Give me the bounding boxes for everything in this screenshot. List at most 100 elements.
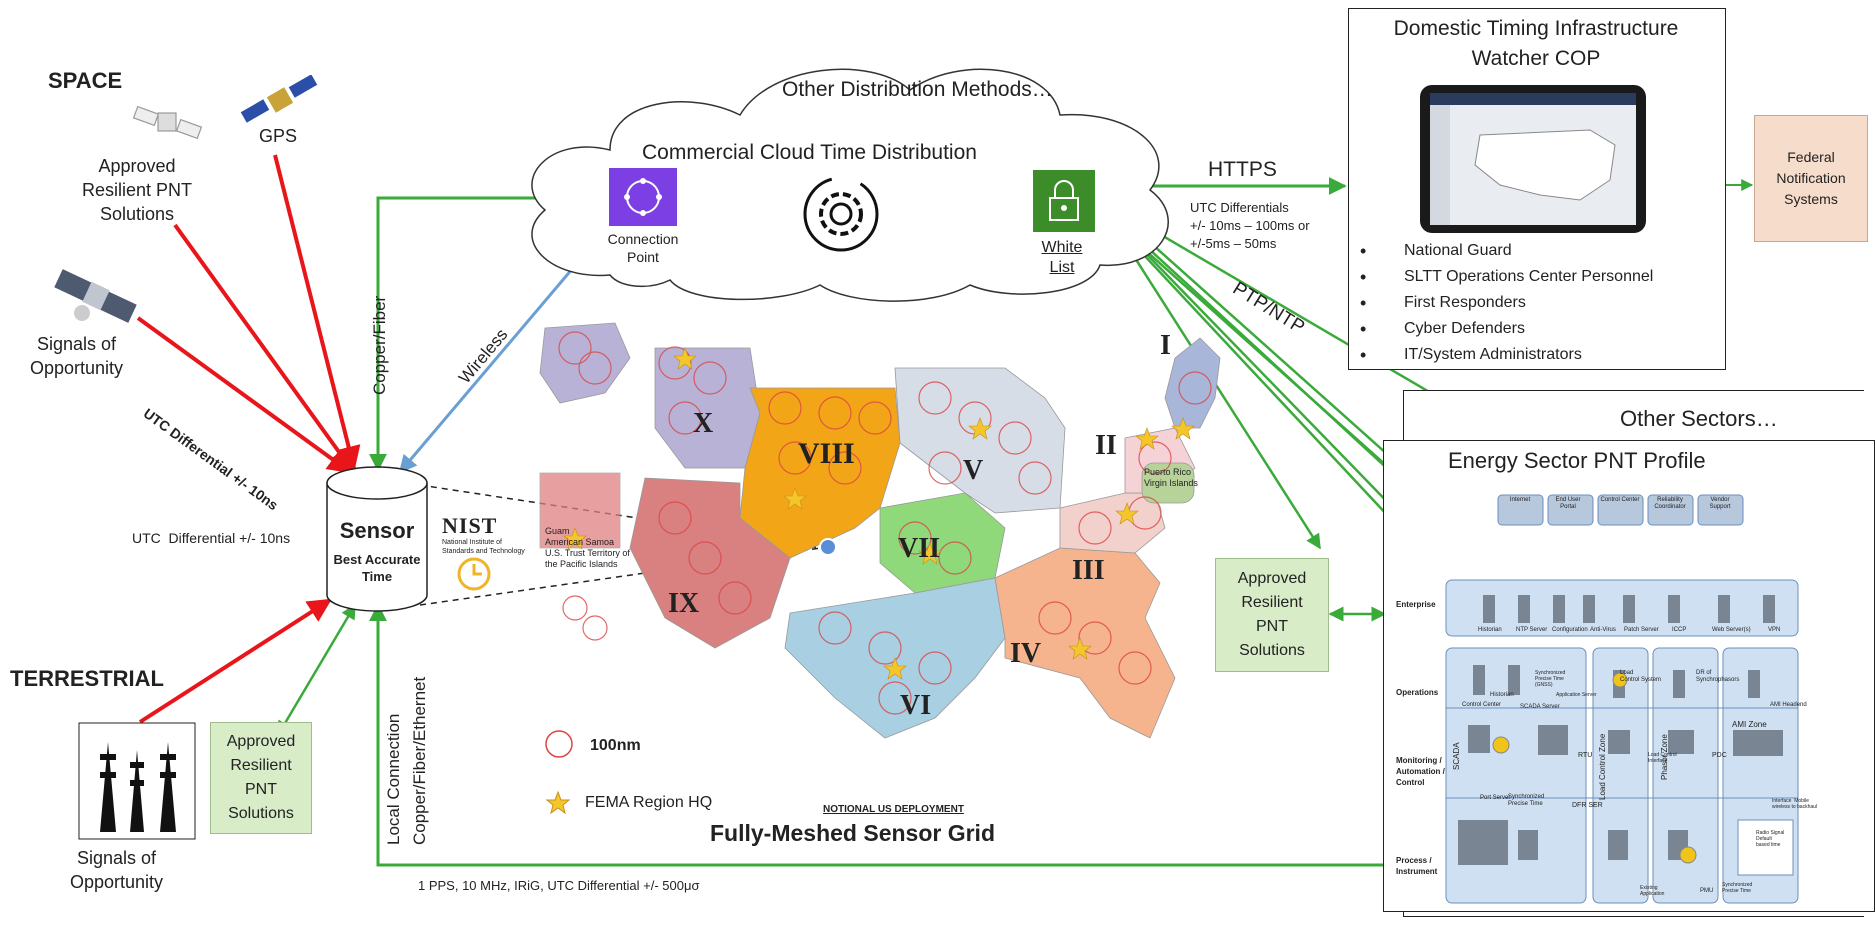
- fema-hq-star: [883, 657, 907, 680]
- mon-item: DFR SER: [1572, 802, 1603, 809]
- link-local-connection: [369, 603, 1722, 874]
- local-connection-label: Local Connection Copper/Fiber/Ethernet: [384, 676, 429, 845]
- zone-label: Load Control Zone: [1598, 733, 1607, 800]
- cloud-sync-gear-icon: [803, 176, 879, 252]
- energy-network-diagram: [1445, 494, 1799, 904]
- enterprise-item: Patch Server: [1624, 627, 1659, 633]
- satellite-icon: [132, 105, 203, 140]
- zone-label: SCADA: [1452, 742, 1461, 770]
- cop-user-item: National Guard: [1360, 238, 1653, 264]
- region-label: VII: [898, 533, 941, 564]
- legend-star-label: FEMA Region HQ: [585, 794, 713, 811]
- enterprise-item: Configuration: [1552, 627, 1588, 633]
- mon-item: RTU: [1578, 752, 1593, 759]
- energy-top-item: Internet: [1509, 497, 1531, 503]
- energy-top-item: Vendor Support: [1709, 497, 1731, 510]
- enterprise-item: Anti-Virus: [1590, 627, 1616, 633]
- terrestrial-heading: TERRESTRIAL: [10, 666, 164, 691]
- cell-towers-icon: [78, 722, 196, 840]
- energy-sector-title: Energy Sector PNT Profile: [1448, 448, 1706, 473]
- enterprise-item: VPN: [1768, 627, 1781, 633]
- bottom-signal-label: 1 PPS, 10 MHz, IRiG, UTC Differential +/…: [418, 878, 700, 893]
- ops-item: Historian: [1490, 692, 1514, 698]
- terrestrial-signals-label: Signals of Opportunity: [70, 848, 164, 892]
- proc-item: Synchronized Precise Time: [1722, 882, 1753, 894]
- fema-hq-star: [673, 347, 697, 370]
- region-label: II: [1095, 430, 1117, 461]
- region-label: V: [963, 455, 984, 486]
- ops-item: Control Center: [1462, 702, 1502, 708]
- cloud-shape: [531, 68, 1169, 302]
- https-label: HTTPS: [1208, 158, 1277, 181]
- gps-satellite-icon: [240, 75, 318, 123]
- ops-item: Application Server: [1556, 692, 1597, 698]
- region-v-shape: [894, 367, 1066, 514]
- nist-subtitle: National Institute of Standards and Tech…: [442, 539, 525, 555]
- region-i-shape: [1164, 337, 1221, 429]
- notional-label: NOTIONAL US DEPLOYMENT: [823, 804, 964, 815]
- enterprise-item: ICCP: [1672, 627, 1687, 633]
- sensor-title: Sensor: [339, 518, 415, 543]
- legend-star-icon: [545, 790, 571, 815]
- connection-point-label: Connection Point: [607, 231, 679, 265]
- arrow-gps-to-sensor: [273, 154, 361, 471]
- row-label: Operations: [1396, 688, 1439, 697]
- region-label: III: [1072, 555, 1105, 586]
- sensor-location-dot: [819, 538, 837, 556]
- energy-top-item: End User Portal: [1555, 497, 1581, 510]
- region-label: VIII: [798, 437, 855, 470]
- cop-tablet-screenshot: [1420, 85, 1646, 233]
- row-label: Monitoring / Automation / Control: [1396, 756, 1445, 787]
- region-label: IV: [1010, 638, 1042, 669]
- cop-user-item: First Responders: [1360, 290, 1653, 316]
- nist-logo: NIST: [442, 513, 498, 538]
- enterprise-item: Historian: [1478, 627, 1502, 633]
- region-label: X: [693, 408, 714, 439]
- cop-user-list: National Guard SLTT Operations Center Pe…: [1360, 238, 1653, 368]
- link-terrestrial-approved: [276, 603, 357, 737]
- row-label: Process / Instrument: [1396, 856, 1438, 876]
- energy-top-item: Reliability Coordinator: [1654, 497, 1686, 510]
- other-distribution-label: Other Distribution Methods…: [782, 78, 1053, 101]
- territories-label: Guam American Samoa U.S. Trust Territory…: [545, 526, 630, 569]
- link-copper-fiber: [369, 189, 607, 472]
- enterprise-item: Web Server(s): [1712, 627, 1751, 633]
- energy-top-item: Control Center: [1600, 497, 1640, 503]
- space-heading: SPACE: [48, 68, 123, 93]
- enterprise-item: NTP Server: [1516, 627, 1548, 633]
- puerto-rico-box: [1141, 462, 1195, 504]
- gps-label: GPS: [259, 126, 298, 146]
- clock-icon: [457, 557, 491, 591]
- alaska-shape: [539, 322, 631, 404]
- fema-hq-star: [1068, 637, 1092, 660]
- zone-label: AMI Zone: [1732, 720, 1767, 729]
- connection-point-icon[interactable]: [609, 168, 677, 226]
- region-ix-shape: [629, 477, 791, 649]
- legend-circle-label: 100nm: [590, 737, 641, 754]
- us-sensor-map: [539, 322, 1221, 739]
- mon-item: Load Control Interface: [1648, 752, 1677, 764]
- territories-box: [539, 472, 621, 549]
- row-label: Enterprise: [1396, 600, 1436, 609]
- mon-item: PDC: [1712, 752, 1727, 759]
- other-sectors-label: Other Sectors…: [1620, 406, 1778, 431]
- white-list-lock-icon[interactable]: [1033, 170, 1095, 232]
- fema-hq-star: [918, 542, 942, 565]
- mon-item: Port Server: [1480, 795, 1511, 801]
- region-viii-shape: [739, 387, 901, 559]
- cop-user-item: SLTT Operations Center Personnel: [1360, 264, 1653, 290]
- map-caption: Fully-Meshed Sensor Grid: [710, 820, 995, 846]
- fema-hq-star: [783, 487, 807, 510]
- fema-hq-star: [1171, 417, 1195, 440]
- region-label: I: [1160, 330, 1171, 361]
- space-signals-label: Signals of Opportunity: [30, 334, 124, 378]
- commercial-cloud-label: Commercial Cloud Time Distribution: [642, 141, 977, 164]
- arrow-signals-to-sensor: [136, 316, 352, 474]
- sensor-left-label: UTC Differential +/- 10ns: [132, 530, 291, 546]
- ops-item: AMI Headend: [1770, 702, 1807, 708]
- puerto-rico-label: Puerto Rico Virgin Islands: [1144, 467, 1198, 488]
- terrestrial-approved-box: Approved Resilient PNT Solutions: [210, 722, 312, 834]
- space-approved-pnt-label: Approved Resilient PNT Solutions: [82, 156, 193, 224]
- white-list-label: White List: [1041, 239, 1083, 276]
- fema-hq-star: [1115, 502, 1139, 525]
